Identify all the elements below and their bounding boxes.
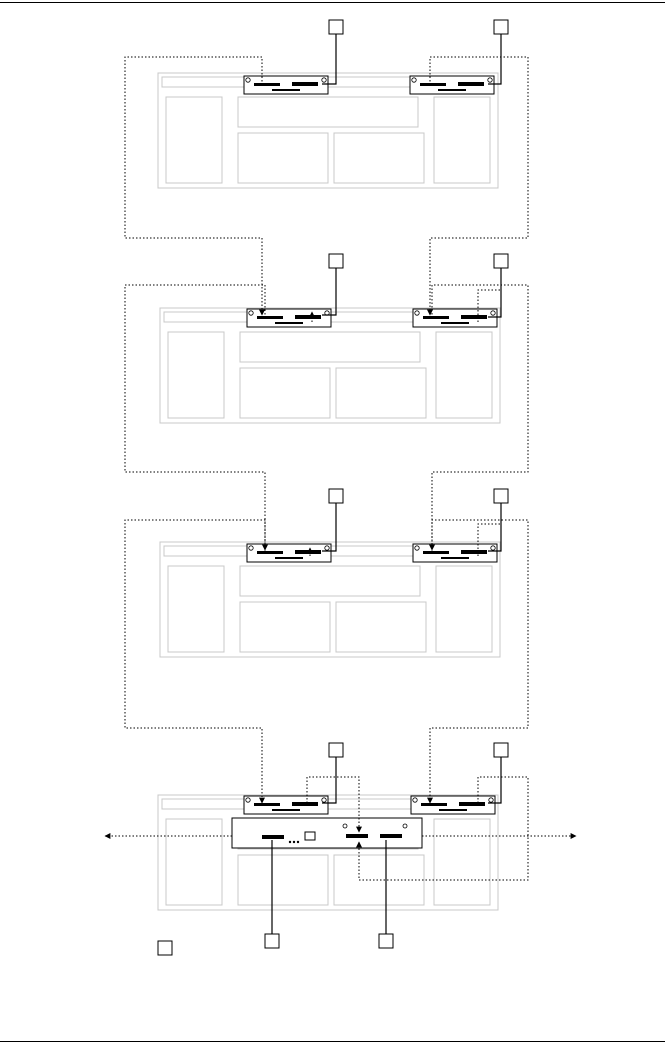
callout-box-4: [494, 254, 508, 268]
enclosure-1-io-module-a: [244, 76, 328, 94]
callout-box-6: [494, 489, 508, 503]
callout-box-7: [329, 743, 343, 757]
enclosure-1-io-module-b: [410, 76, 494, 94]
enclosure-3: [160, 542, 500, 657]
enclosure-2-io-module-a: [247, 309, 331, 327]
enclosure-3-io-module-a: [247, 544, 331, 562]
callout-box-1: [329, 20, 343, 34]
enclosure-2: [160, 308, 500, 423]
controller-io-module-b: [411, 796, 495, 814]
legend-key-box: [158, 941, 172, 955]
enclosure-3-io-module-b: [413, 544, 497, 562]
callout-box-9: [265, 934, 279, 948]
controller-io-module-a: [244, 796, 328, 814]
enclosure-1: [158, 73, 498, 188]
callout-box-8: [494, 743, 508, 757]
controller-enclosure: [158, 795, 498, 910]
page-bottom-rule: [0, 1041, 665, 1042]
callout-box-5: [329, 489, 343, 503]
enclosure-2-io-module-b: [413, 309, 497, 327]
callout-box-2: [494, 20, 508, 34]
callout-boxes: [158, 20, 508, 955]
callout-box-3: [329, 254, 343, 268]
controller-module: [232, 818, 422, 848]
callout-box-10: [379, 934, 393, 948]
